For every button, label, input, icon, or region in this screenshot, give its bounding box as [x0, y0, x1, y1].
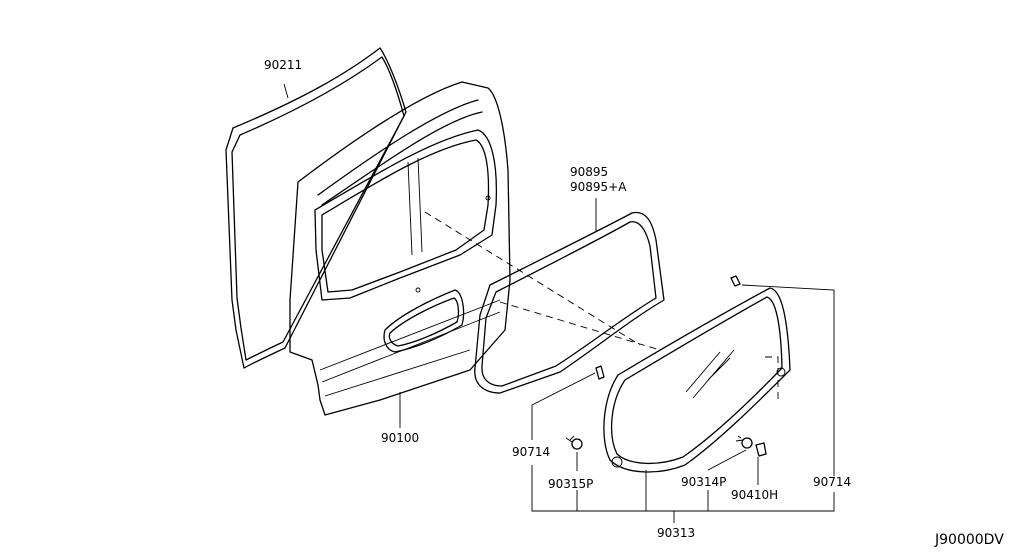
diagram-code: J90000DV: [934, 532, 1004, 548]
label-back-glass: 90313: [657, 526, 695, 540]
dam-part: [755, 442, 767, 457]
label-fastener-left: 90714: [512, 445, 550, 459]
label-fastener-right: 90714: [813, 475, 851, 489]
clip-left: [595, 365, 605, 380]
label-weatherstrip: 90211: [264, 58, 302, 72]
spacer-left-part: [565, 435, 583, 450]
label-back-door-panel: 90100: [381, 431, 419, 445]
label-spacer-left: 90315P: [548, 477, 593, 491]
label-spacer-right: 90314P: [681, 475, 726, 489]
label-moulding-1: 90895: [570, 165, 608, 179]
glass-moulding: [474, 211, 665, 394]
back-door-panel: [289, 81, 511, 416]
label-dam: 90410H: [731, 488, 778, 502]
weatherstrip-seal: [225, 47, 407, 369]
alignment-lines: [424, 211, 661, 351]
clip-right: [730, 275, 741, 287]
back-glass: [603, 287, 791, 473]
label-moulding-2: 90895+A: [570, 180, 627, 194]
spacer-right-part: [735, 435, 753, 449]
leader-lines: [283, 83, 835, 523]
